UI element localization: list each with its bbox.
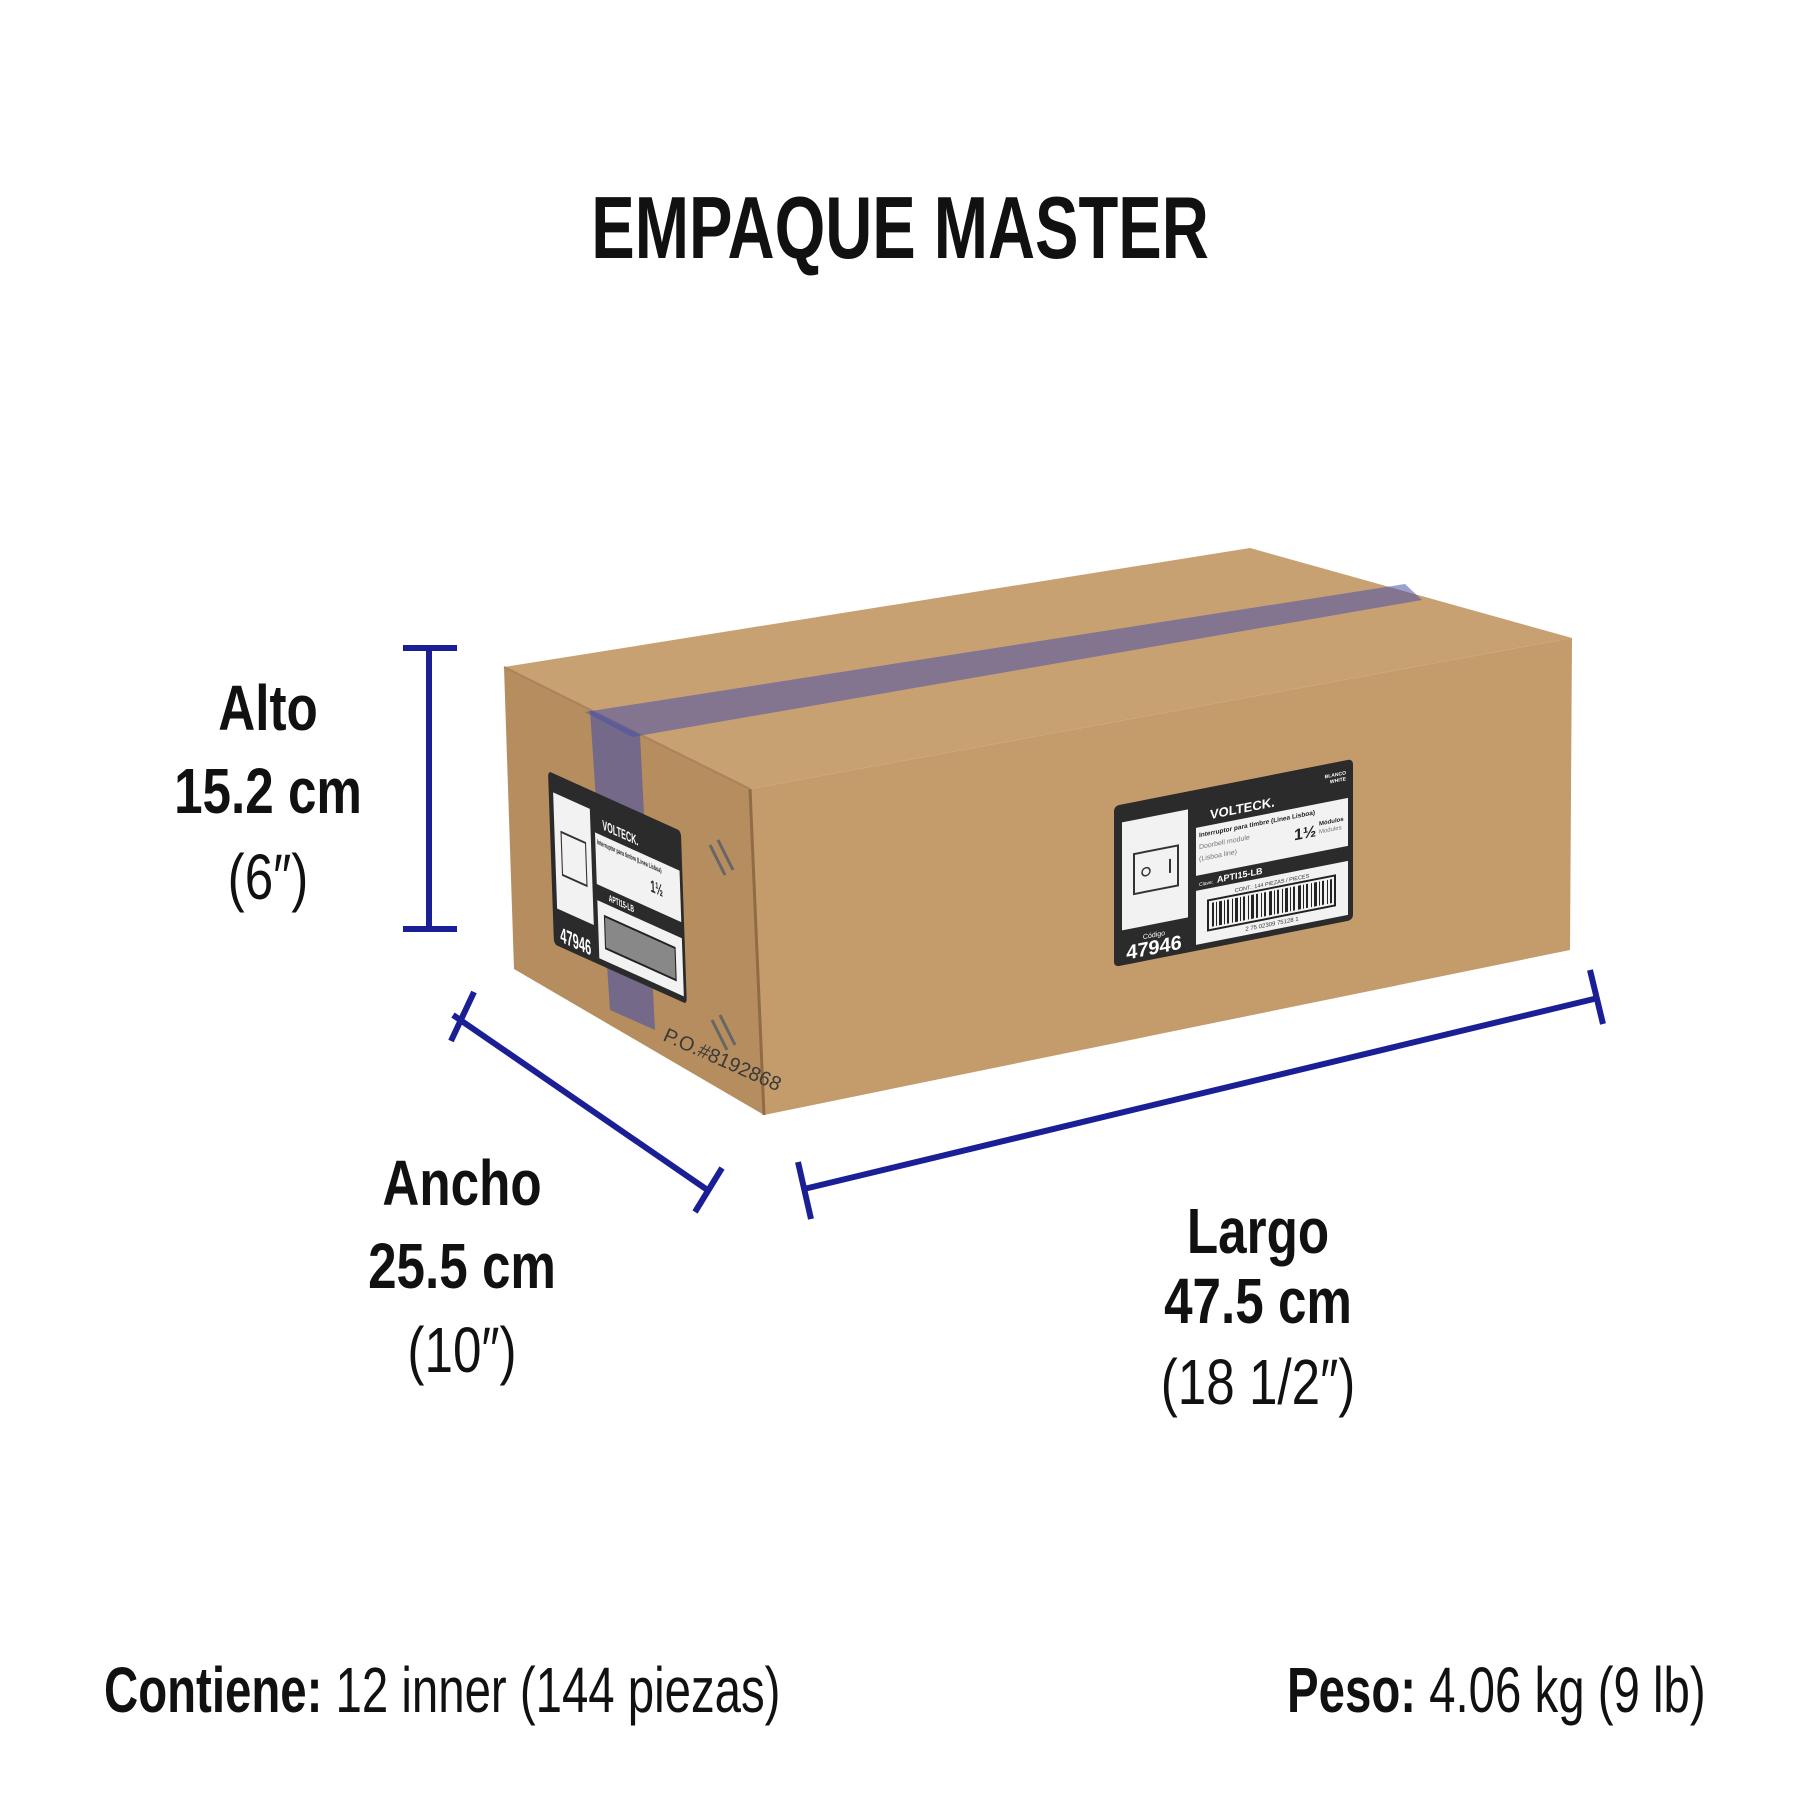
svg-text:Código: Código	[1143, 930, 1165, 941]
largo-imperial: (18 1/2″)	[1160, 1346, 1356, 1418]
alto-metric: 15.2 cm	[174, 755, 362, 827]
product-label-side: 47946 VOLTECK. Interruptor para timbre (…	[548, 772, 687, 1003]
alto-imperial: (6″)	[227, 841, 309, 913]
packing-tape	[585, 584, 1422, 737]
svg-text:Modules: Modules	[1319, 825, 1342, 835]
ancho-imperial: (10″)	[407, 1314, 517, 1386]
svg-text:BLANCO: BLANCO	[1325, 770, 1346, 780]
largo-label: Largo	[1186, 1195, 1330, 1267]
barcode	[1212, 879, 1332, 927]
ancho-label: Ancho	[382, 1147, 542, 1219]
page-title: EMPAQUE MASTER	[591, 178, 1209, 277]
staples	[708, 839, 737, 1051]
svg-text:Módulos: Módulos	[1319, 817, 1344, 828]
contents-value: 12 inner (144 piezas)	[322, 1654, 781, 1726]
product-label-front: Código 47946 VOLTECK. BLANCO WHITE Inter…	[1114, 759, 1353, 967]
contents-info: Contiene: 12 inner (144 piezas)	[104, 1658, 780, 1722]
largo-metric: 47.5 cm	[1164, 1265, 1352, 1337]
weight-label: Peso:	[1287, 1654, 1417, 1726]
contents-label: Contiene:	[104, 1654, 323, 1726]
alto-label: Alto	[218, 672, 318, 744]
weight-info: Peso: 4.06 kg (9 lb)	[1287, 1658, 1706, 1722]
largo-dimension-line	[795, 969, 1606, 1220]
svg-text:1½: 1½	[1294, 822, 1316, 844]
ancho-dimension-line	[448, 990, 725, 1214]
svg-text:1½: 1½	[650, 875, 663, 900]
ancho-metric: 25.5 cm	[368, 1230, 556, 1302]
svg-text:Clave:: Clave:	[1199, 880, 1213, 889]
weight-value: 4.06 kg (9 lb)	[1416, 1654, 1706, 1726]
svg-text:WHITE: WHITE	[1330, 776, 1347, 785]
alto-dimension-line	[403, 645, 457, 932]
